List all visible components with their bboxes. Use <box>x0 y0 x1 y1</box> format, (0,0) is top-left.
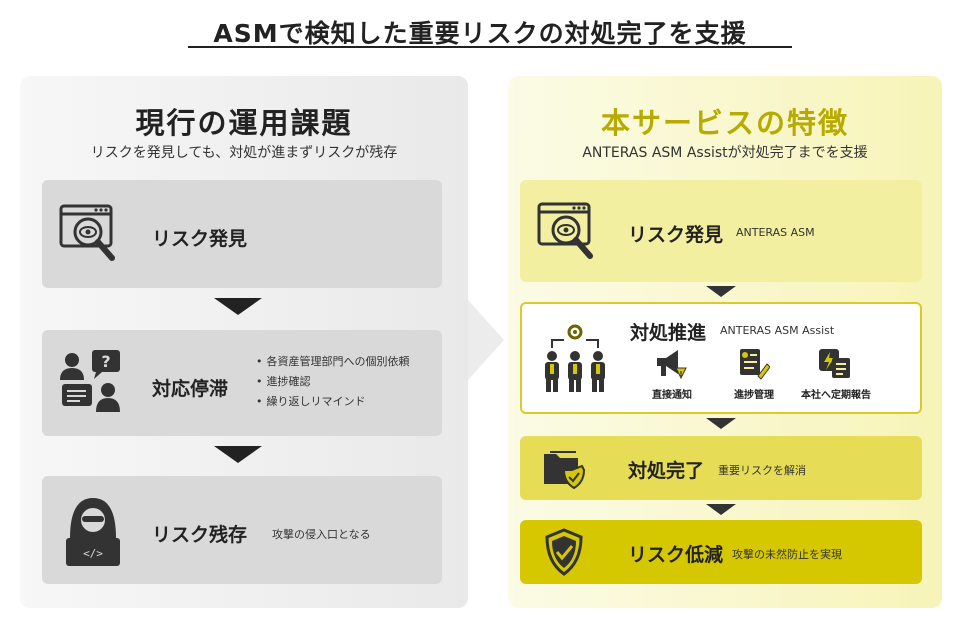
left-step-remain: </> リスク残存 攻撃の侵入口となる <box>42 476 442 584</box>
right-step-discover-title: リスク発見 <box>628 224 724 246</box>
left-step-stall-bullets: 各資産管理部門への個別依頼 進捗確認 繰り返しリマインド <box>256 352 410 412</box>
feature-label-progress: 進捗管理 <box>734 390 774 401</box>
people-chat-icon: ? <box>60 350 120 412</box>
left-arrow-1 <box>214 298 262 315</box>
right-step-complete-note: 重要リスクを解消 <box>718 464 806 477</box>
folder-shield-icon <box>544 451 586 490</box>
report-bolt-icon <box>819 349 850 378</box>
left-step-remain-title: リスク残存 <box>152 524 248 546</box>
magnifier-eye-icon <box>537 202 593 259</box>
page-title: ASMで検知した重要リスクの対処完了を支援 <box>213 19 747 48</box>
svg-text:</>: </> <box>83 547 103 560</box>
title-underline <box>188 46 792 48</box>
right-heading: 本サービスの特徴 <box>600 106 849 140</box>
svg-text:!: ! <box>679 370 682 378</box>
left-arrow-2 <box>214 446 262 463</box>
left-step-remain-note: 攻撃の侵入口となる <box>272 528 371 541</box>
magnifier-eye-icon <box>59 204 115 261</box>
left-heading: 現行の運用課題 <box>135 106 353 140</box>
team-gear-icon <box>545 324 605 392</box>
left-step-discover: リスク発見 <box>42 180 442 288</box>
left-step-stall-title: 対応停滞 <box>152 378 229 400</box>
right-step-promote-title: 対処推進 <box>630 322 707 344</box>
right-subheading: ANTERAS ASM Assistが対処完了までを支援 <box>582 145 868 161</box>
right-step-reduce-note: 攻撃の未然防止を実現 <box>732 548 842 561</box>
right-step-reduce: リスク低減 攻撃の未然防止を実現 <box>520 520 922 584</box>
right-arrow-1 <box>706 286 736 297</box>
right-step-discover: リスク発見 ANTERAS ASM <box>520 180 922 282</box>
feature-label-notify: 直接通知 <box>652 390 692 401</box>
right-step-promote: 対処推進 ANTERAS ASM Assist ! 直接通知 進捗管理 本社へ定… <box>520 302 922 414</box>
bullet-item: 進捗確認 <box>256 372 410 392</box>
svg-text:?: ? <box>101 352 110 371</box>
bullet-item: 繰り返しリマインド <box>256 392 410 412</box>
bullet-item: 各資産管理部門への個別依頼 <box>256 352 410 372</box>
left-step-stall: ? 対応停滞 各資産管理部門への個別依頼 進捗確認 繰り返しリマインド <box>42 330 442 436</box>
panel-arrow <box>468 300 504 380</box>
right-arrow-2 <box>706 418 736 429</box>
shield-check-icon <box>545 528 583 576</box>
right-step-discover-note: ANTERAS ASM <box>736 226 815 239</box>
right-step-complete-title: 対処完了 <box>628 460 705 482</box>
left-step-discover-title: リスク発見 <box>152 228 248 250</box>
checklist-pencil-icon <box>740 349 770 380</box>
feature-label-report: 本社へ定期報告 <box>801 390 871 401</box>
hacker-icon: </> <box>66 498 120 566</box>
left-subheading: リスクを発見しても、対処が進まずリスクが残存 <box>90 145 398 161</box>
right-step-reduce-title: リスク低減 <box>628 544 724 566</box>
right-arrow-3 <box>706 504 736 515</box>
megaphone-icon: ! <box>657 350 687 380</box>
right-step-promote-note: ANTERAS ASM Assist <box>720 324 835 337</box>
right-step-complete: 対処完了 重要リスクを解消 <box>520 436 922 500</box>
